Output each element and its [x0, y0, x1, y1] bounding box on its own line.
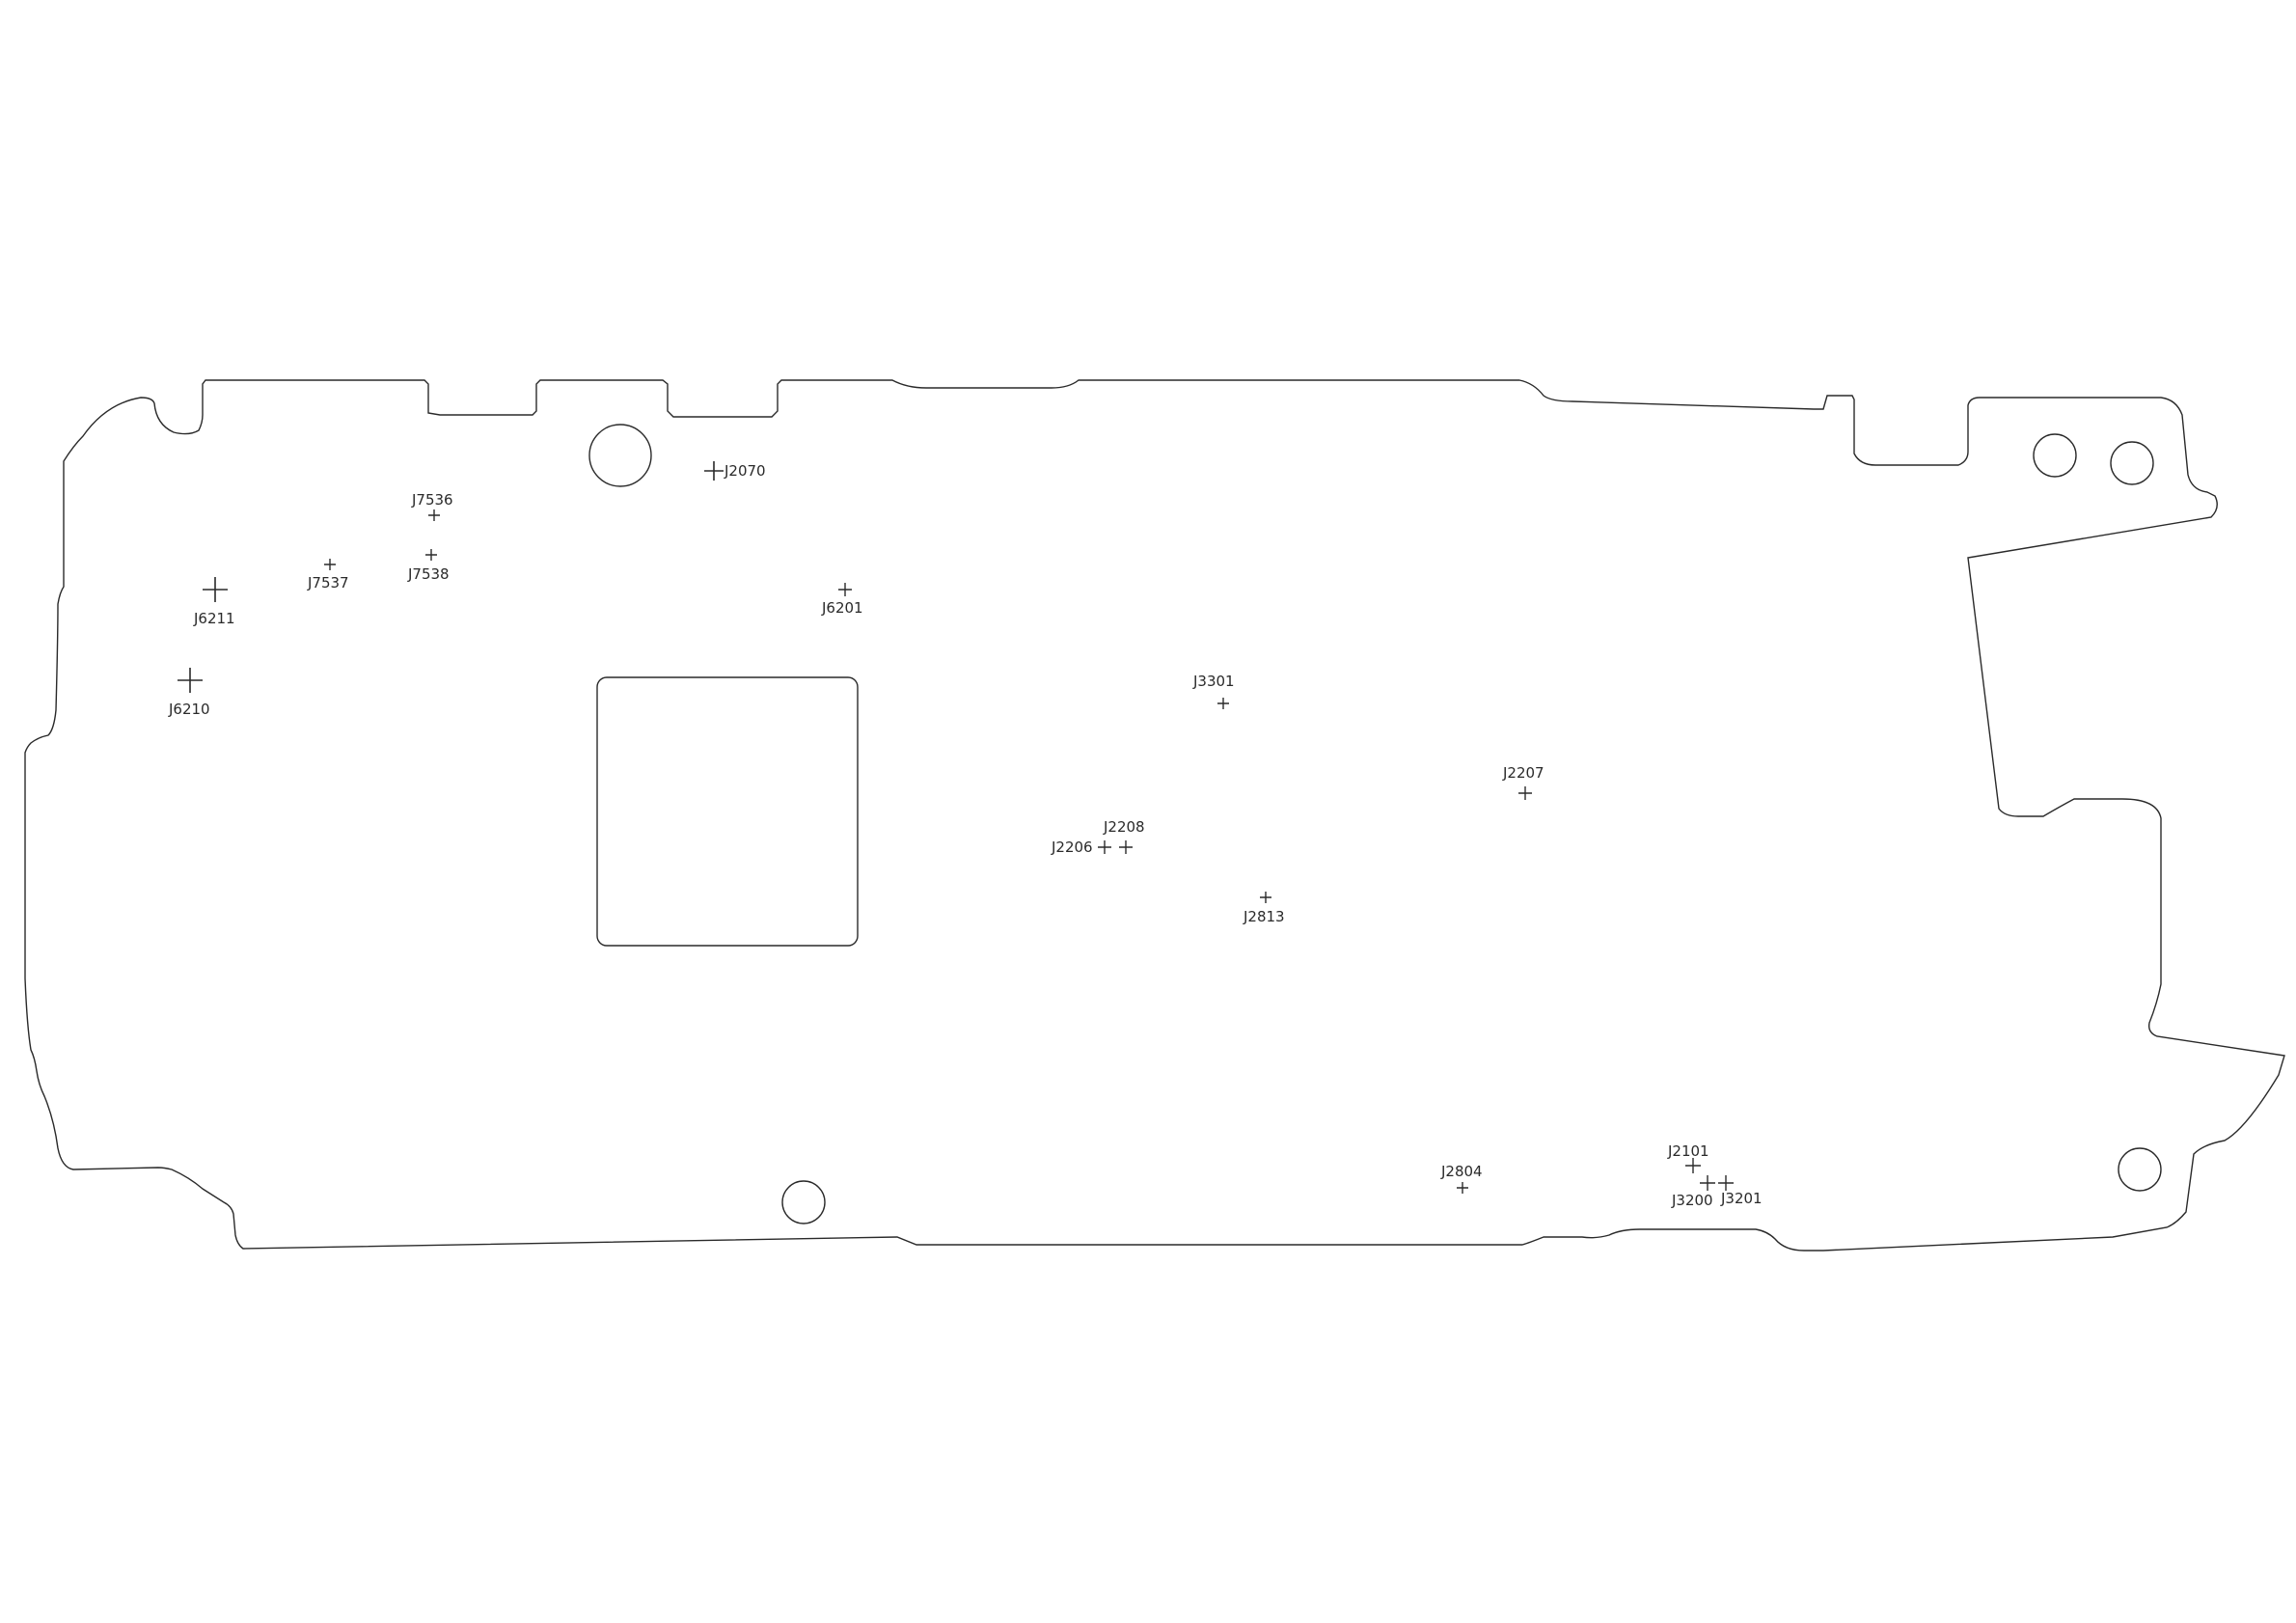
test-point-label: J7536 [411, 491, 453, 509]
test-point-label: J3201 [1720, 1190, 1763, 1207]
test-point-label: J2101 [1667, 1142, 1709, 1160]
crosshair-marker [1217, 698, 1229, 709]
shield-cutout [597, 677, 858, 946]
mounting-hole-right-2 [2111, 442, 2153, 484]
test-point-J2207: J2207 [1502, 764, 1544, 800]
board-outline [25, 380, 2284, 1251]
test-point-label: J6201 [821, 599, 863, 617]
crosshair-marker [324, 559, 336, 570]
test-point-label: J2813 [1243, 908, 1285, 925]
crosshair-marker [704, 461, 724, 481]
crosshair-marker [1457, 1182, 1468, 1194]
test-point-label: J2070 [724, 462, 766, 480]
crosshair-marker [425, 549, 437, 561]
test-point-J3201: J3201 [1718, 1175, 1763, 1207]
test-point-label: J7538 [407, 565, 450, 583]
crosshair-marker [1119, 840, 1133, 854]
test-point-J6210: J6210 [168, 668, 210, 718]
mounting-hole-top [589, 425, 651, 486]
crosshair-marker [1260, 892, 1271, 903]
crosshair-marker [838, 583, 852, 596]
test-point-J2070: J2070 [704, 461, 766, 481]
test-point-label: J2804 [1440, 1163, 1483, 1180]
test-point-label: J2207 [1502, 764, 1544, 782]
mounting-hole-right-3 [2118, 1148, 2161, 1191]
crosshair-marker [203, 577, 228, 602]
test-point-J6201: J6201 [821, 583, 863, 617]
test-point-J2208: J2208 [1103, 818, 1145, 854]
test-point-J6211: J6211 [193, 577, 235, 627]
crosshair-marker [1518, 786, 1532, 800]
crosshair-marker [178, 668, 203, 693]
crosshair-marker [1098, 840, 1111, 854]
mounting-hole-right-1 [2034, 434, 2076, 477]
test-point-label: J6211 [193, 610, 235, 627]
test-point-label: J2208 [1103, 818, 1145, 836]
test-point-label: J2206 [1051, 839, 1093, 856]
mounting-hole-bottom [782, 1181, 825, 1224]
test-point-label: J3301 [1192, 673, 1235, 690]
test-point-label: J3200 [1671, 1192, 1713, 1209]
test-point-label: J7537 [307, 574, 349, 591]
crosshair-marker [1700, 1175, 1715, 1191]
test-point-J7538: J7538 [407, 549, 450, 583]
test-point-J2206: J2206 [1051, 839, 1111, 856]
crosshair-marker [428, 509, 440, 521]
crosshair-marker [1685, 1158, 1701, 1173]
test-point-label: J6210 [168, 701, 210, 718]
test-point-J7536: J7536 [411, 491, 453, 521]
crosshair-marker [1718, 1175, 1734, 1191]
test-point-J2804: J2804 [1440, 1163, 1483, 1194]
test-point-J2813: J2813 [1243, 892, 1285, 925]
test-point-J3200: J3200 [1671, 1175, 1715, 1209]
test-point-J7537: J7537 [307, 559, 349, 591]
test-point-J2101: J2101 [1667, 1142, 1709, 1173]
test-point-J3301: J3301 [1192, 673, 1235, 709]
